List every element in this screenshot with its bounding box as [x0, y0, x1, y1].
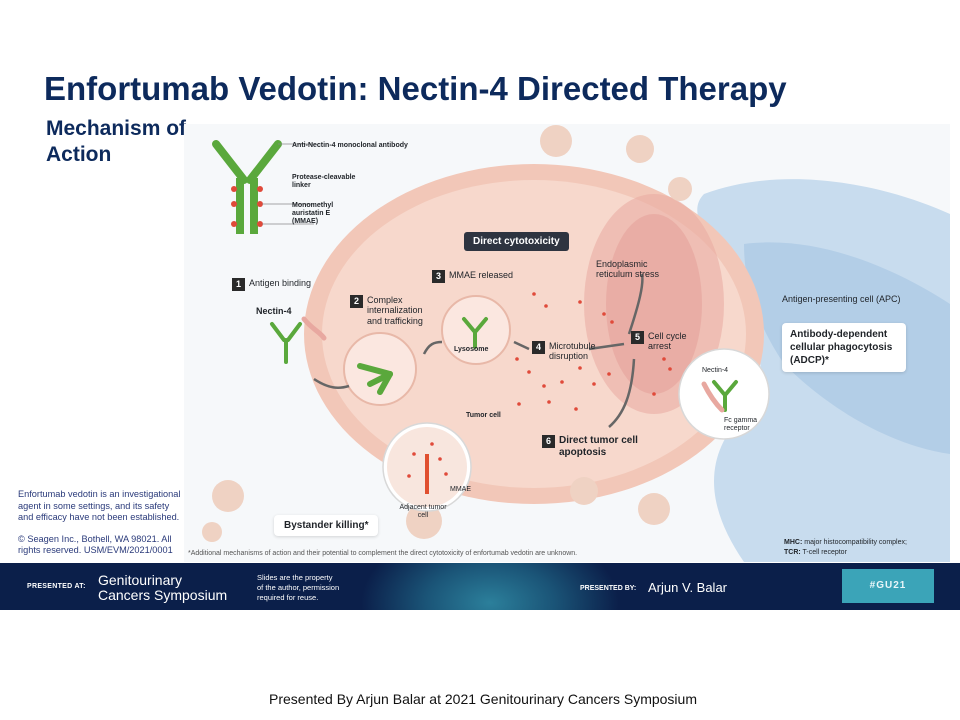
footer-presented-at: PRESENTED AT:	[27, 583, 86, 590]
step-3-label: MMAE released	[449, 270, 514, 280]
footer-property-line1: Slides are the property	[257, 573, 333, 582]
lysosome-label: Lysosome	[454, 346, 489, 353]
abbrev-tcr-key: TCR:	[784, 549, 801, 556]
abbrev-mhc-key: MHC:	[784, 539, 803, 546]
mmae-label: MMAE	[450, 486, 471, 493]
step-5-label: Cell cycle arrest	[648, 331, 687, 352]
hashtag-badge: #GU21	[842, 569, 934, 603]
adjacent-cell-label: Adjacent tumor cell	[399, 504, 447, 520]
step-2-number: 2	[350, 295, 363, 308]
investigational-note: Enfortumab vedotin is an investigational…	[18, 489, 181, 522]
step-6-number: 6	[542, 435, 555, 448]
footer-property-note: Slides are the property of the author, p…	[257, 573, 339, 602]
bystander-killing-box: Bystander killing*	[274, 515, 379, 536]
footer-property-line2: of the author, permission	[257, 582, 340, 592]
step-6: 6 Direct tumor cell apoptosis	[542, 435, 652, 458]
footer-symposium: Genitourinary Cancers Symposium	[98, 573, 227, 602]
legend-antibody	[212, 140, 314, 234]
left-note: Enfortumab vedotin is an investigational…	[18, 489, 184, 567]
footer-presenter: Arjun V. Balar	[648, 580, 728, 595]
abbrev-mhc-text: major histocompatibility complex;	[804, 539, 907, 546]
step-1-label: Antigen binding	[249, 278, 312, 288]
step-1-number: 1	[232, 278, 245, 291]
step-3: 3 MMAE released	[432, 270, 513, 283]
abbrev-tcr: TCR: T-cell receptor	[784, 549, 847, 557]
footer-symposium-line2: Cancers Symposium	[98, 586, 228, 603]
slide-title: Enfortumab Vedotin: Nectin-4 Directed Th…	[44, 70, 787, 107]
footer-glow	[360, 563, 620, 610]
abbrev-tcr-text: T-cell receptor	[802, 549, 847, 556]
legend-payload-label: Monomethyl auristatin E (MMAE)	[292, 202, 334, 226]
fc-receptor-label: Fc gamma receptor	[724, 417, 758, 433]
apc-label: Antigen-presenting cell (APC)	[782, 294, 901, 304]
footer-property-line3: required for reuse.	[257, 592, 319, 602]
footer-symposium-line1: Genitourinary	[98, 572, 183, 588]
direct-cytotoxicity-badge: Direct cytotoxicity	[464, 232, 569, 251]
er-stress-label: Endoplasmic reticulum stress	[596, 259, 660, 280]
step-5: 5 Cell cycle arrest	[631, 331, 701, 352]
legend-linker-label: Protease-cleavable linker	[292, 174, 356, 190]
step-6-label: Direct tumor cell apoptosis	[559, 435, 638, 458]
tumor-cell-label: Tumor cell	[466, 412, 501, 419]
inset-nectin4-label: Nectin-4	[702, 367, 729, 374]
step-5-number: 5	[631, 331, 644, 344]
footer-banner: PRESENTED AT: Genitourinary Cancers Symp…	[0, 563, 960, 610]
step-1: 1 Antigen binding	[232, 278, 311, 291]
nectin4-label: Nectin-4	[256, 306, 292, 316]
copyright-note: © Seagen Inc., Bothell, WA 98021. All ri…	[18, 533, 173, 556]
step-3-number: 3	[432, 270, 445, 283]
step-4-number: 4	[532, 341, 545, 354]
step-4-label: Microtubule disruption	[549, 341, 596, 362]
figure-illustration	[202, 125, 950, 562]
legend-antibody-label: Anti-Nectin-4 monoclonal antibody	[292, 142, 408, 149]
step-2-label: Complex internalization and trafficking	[367, 295, 423, 326]
adcp-box: Antibody-dependent cellular phagocytosis…	[782, 323, 906, 372]
step-4: 4 Microtubule disruption	[532, 341, 618, 362]
footer-presented-by: PRESENTED BY:	[580, 585, 637, 592]
figure-footnote: *Additional mechanisms of action and the…	[188, 550, 578, 557]
page-caption: Presented By Arjun Balar at 2021 Genitou…	[269, 691, 697, 707]
mechanism-figure: Anti-Nectin-4 monoclonal antibody Protea…	[184, 124, 950, 562]
step-2: 2 Complex internalization and trafficking	[350, 295, 430, 326]
abbrev-mhc: MHC: major histocompatibility complex;	[784, 539, 907, 547]
slide-subtitle: Mechanism of Action	[46, 117, 187, 166]
